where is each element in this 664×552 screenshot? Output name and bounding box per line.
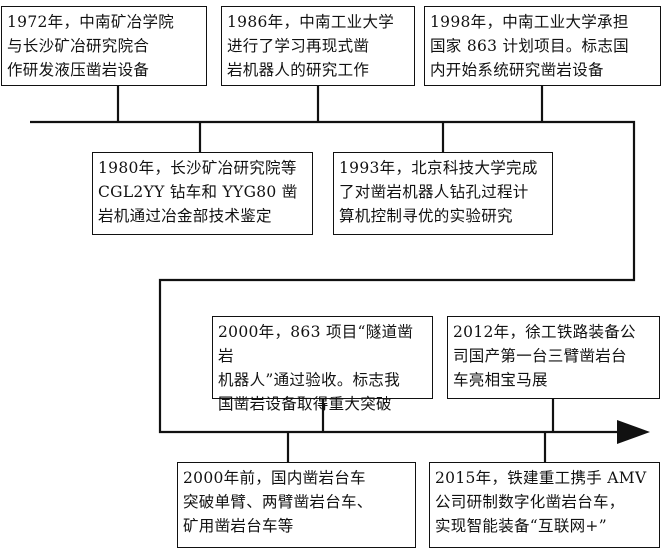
milestone-before-2000: 2000年前，国内凿岩台车 突破单臂、两臂凿岩台车、 矿用凿岩台车等 bbox=[177, 462, 416, 548]
milestone-1972: 1972年，中南矿冶学院 与长沙矿冶研究院合 作研发液压凿岩设备 bbox=[1, 6, 207, 86]
milestone-2000: 2000年，863 项目“隧道凿岩 机器人”通过验收。标志我 国凿岩设备取得重大… bbox=[212, 316, 433, 413]
milestone-1998: 1998年，中南工业大学承担 国家 863 计划项目。标志国 内开始系统研究凿岩… bbox=[424, 6, 661, 86]
timeline-top-line bbox=[30, 120, 636, 434]
milestone-2012: 2012年，徐工铁路装备公 司国产第一台三臂凿岩台 车亮相宝马展 bbox=[447, 316, 660, 399]
milestone-1993: 1993年，北京科技大学完成 了对凿岩机器人钻孔过程计 算机控制寻优的实验研究 bbox=[333, 152, 553, 235]
milestone-2015: 2015年，铁建重工携手 AMV 公司研制数字化凿岩台车， 实现智能装备“互联网… bbox=[429, 462, 660, 548]
milestone-1980: 1980年，长沙矿冶研究院等 CGL2YY 钻车和 YYG80 凿 岩机通过冶金… bbox=[92, 152, 313, 235]
timeline-arrowhead bbox=[617, 420, 650, 444]
milestone-1986: 1986年，中南工业大学 进行了学习再现式凿 岩机器人的研究工作 bbox=[221, 6, 415, 86]
